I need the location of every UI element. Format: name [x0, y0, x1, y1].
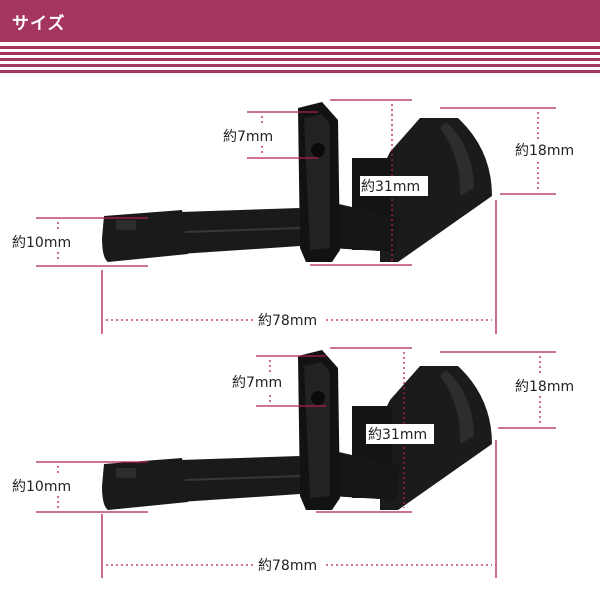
- total-length-label: 約78mm: [258, 313, 317, 329]
- header-stripe: [0, 64, 600, 67]
- connector-height-label: 約18mm: [515, 143, 574, 159]
- header-stripe: [0, 70, 600, 73]
- tip-diameter-label: 約10mm: [12, 479, 71, 495]
- header-stripe: [0, 52, 600, 55]
- header-stripe: [0, 58, 600, 61]
- tip-diameter-label: 約10mm: [12, 235, 71, 251]
- connector-height-label: 約18mm: [515, 379, 574, 395]
- section-header: サイズ: [0, 0, 600, 42]
- header-stripe: [0, 46, 600, 49]
- dimension-lines-bottom: [36, 347, 556, 578]
- lip-height-label: 約7mm: [232, 375, 282, 391]
- body-length-label: 約31mm: [368, 427, 427, 443]
- section-title: サイズ: [12, 14, 66, 34]
- body-length-label: 約31mm: [361, 179, 420, 195]
- sensor-image-top: [101, 101, 493, 263]
- total-length-label: 約78mm: [258, 558, 317, 574]
- lip-height-label: 約7mm: [223, 129, 273, 145]
